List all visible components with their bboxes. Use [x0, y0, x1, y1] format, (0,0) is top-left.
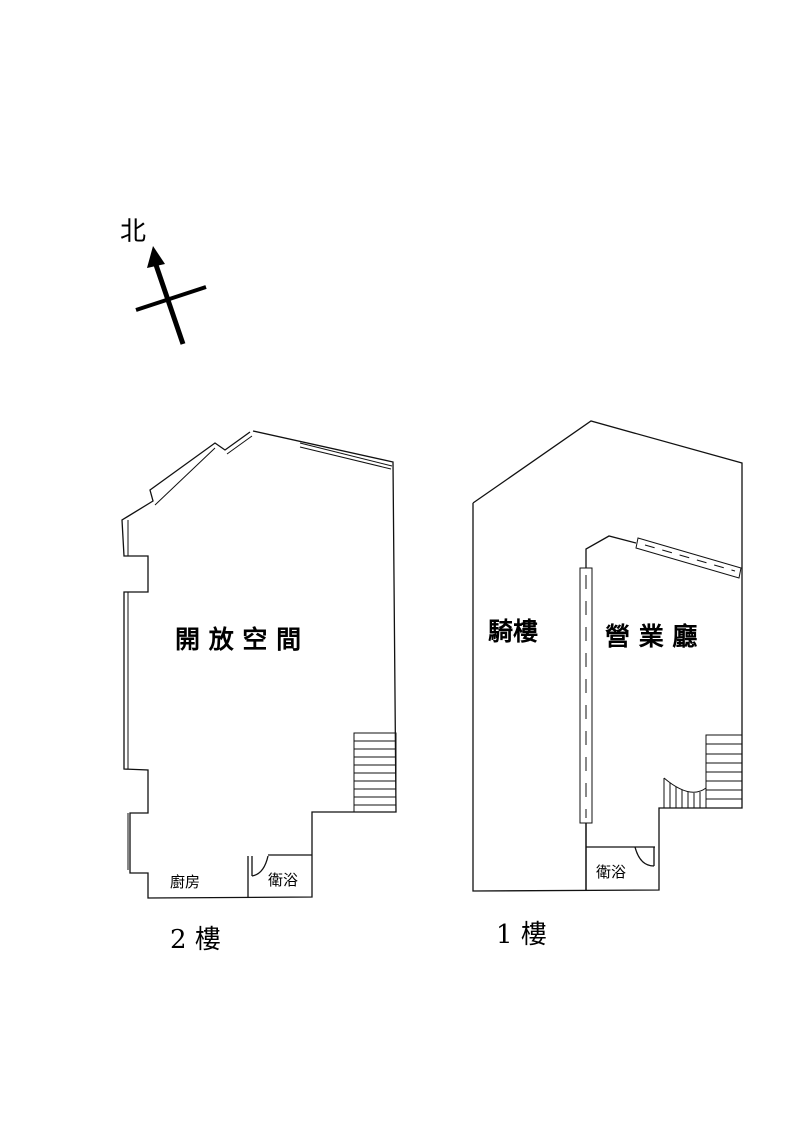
floor-1-bathroom-walls [586, 846, 655, 867]
floor-1-staircase [663, 734, 743, 809]
room-label-bathroom-1f: 衛浴 [596, 863, 626, 881]
floor-2-plan: 開 放 空 間 廚房 衛浴 2 樓 [121, 430, 397, 955]
floor-2-outer-wall [121, 430, 397, 899]
room-label-kitchen: 廚房 [170, 873, 200, 891]
floor-label-2: 2 樓 [170, 925, 221, 955]
room-label-business-hall: 營 業 廳 [605, 622, 697, 651]
floor-2-windows [127, 435, 393, 870]
room-label-open-space: 開 放 空 間 [175, 625, 301, 654]
floor-1-plan: 騎樓 營 業 廳 衛浴 1 樓 [472, 420, 743, 950]
floor-1-windows [579, 537, 742, 824]
floor-1-outer-wall [472, 420, 743, 892]
floor-2-bathroom-walls [247, 854, 312, 897]
room-label-arcade: 騎樓 [488, 617, 538, 646]
floor-label-1: 1 樓 [496, 920, 547, 950]
room-label-bathroom-2f: 衛浴 [268, 871, 298, 889]
north-arrow-icon: 北 [120, 217, 207, 345]
floor-2-staircase [353, 732, 397, 813]
north-label: 北 [120, 217, 146, 247]
